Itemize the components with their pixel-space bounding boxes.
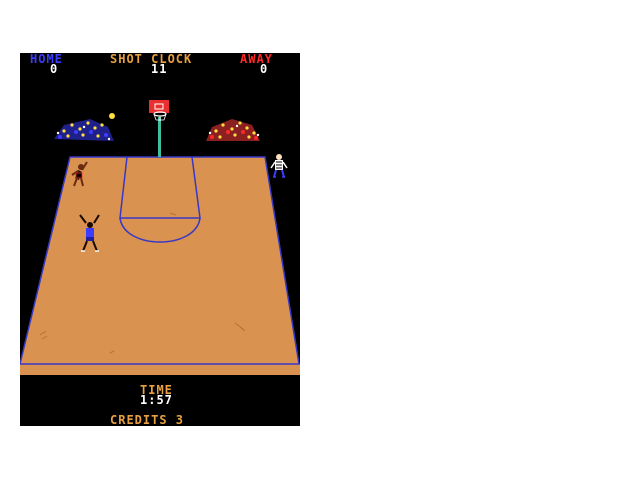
home-label: HOME	[30, 53, 63, 66]
time-value: 1:57	[140, 393, 173, 407]
shot-clock-value: 11	[151, 62, 168, 76]
credits-text: CREDITS 3	[110, 413, 185, 426]
home-player-icon	[79, 214, 100, 252]
away-player-icon	[71, 161, 88, 187]
game-screen: HOME 0 SHOT CLOCK 11 AWAY 0 TIME 1:57 CR…	[20, 53, 300, 426]
hoop-pole	[158, 117, 161, 157]
referee-icon	[270, 154, 288, 178]
floor-marks	[39, 212, 246, 354]
basketball-court	[20, 156, 300, 365]
away-label: AWAY	[240, 53, 273, 66]
basketball-icon	[109, 113, 115, 119]
court-canvas	[20, 100, 300, 375]
home-crowd-icon	[54, 119, 114, 141]
away-score: 0	[260, 62, 269, 76]
time-label: TIME	[140, 383, 173, 397]
basketball-hoop-icon	[149, 100, 169, 121]
court-baseline-band	[20, 364, 300, 375]
court-lane	[119, 156, 201, 219]
free-throw-arc	[119, 217, 201, 243]
away-crowd-icon	[206, 119, 260, 141]
home-score: 0	[50, 62, 59, 76]
shot-clock-label: SHOT CLOCK	[110, 53, 193, 66]
